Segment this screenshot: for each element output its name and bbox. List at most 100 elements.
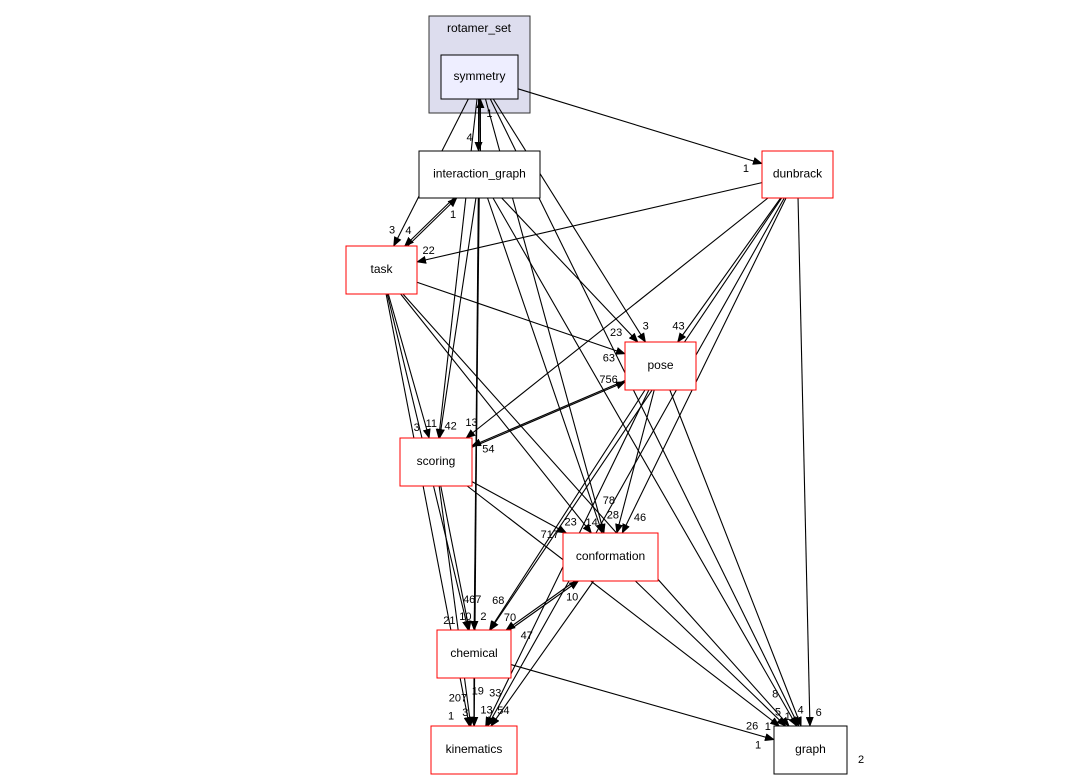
edge-line xyxy=(471,481,568,534)
edge-task-to-graph xyxy=(402,293,790,727)
node-label: interaction_graph xyxy=(433,167,526,181)
nodes: symmetry interaction_graph dunbrack task pos… xyxy=(345,54,848,775)
node-box xyxy=(624,341,697,391)
edge-label: 14 xyxy=(585,517,597,529)
edge-line xyxy=(435,98,478,439)
edge-line xyxy=(501,197,639,343)
node-conformation[interactable]: conformation xyxy=(562,532,659,582)
edge-interaction_graph-to-pose xyxy=(501,197,639,343)
edge-line xyxy=(402,293,790,727)
edge-dunbrack-to-task xyxy=(416,182,763,264)
edge-line xyxy=(517,88,763,165)
edge-symmetry-to-graph xyxy=(489,98,800,727)
edge-interaction_graph-to-scoring xyxy=(437,197,477,439)
edge-scoring-to-kinematics xyxy=(438,485,474,727)
edge-label: 717 xyxy=(541,529,559,541)
node-box xyxy=(430,725,518,775)
edge-label: 3 xyxy=(414,422,420,434)
edge-line xyxy=(490,580,594,727)
edge-label: 1 xyxy=(765,721,771,733)
edge-line xyxy=(416,182,763,264)
node-box xyxy=(436,629,512,679)
edge-interaction_graph-to-graph xyxy=(492,197,798,727)
edge-conformation-to-kinematics xyxy=(490,580,594,727)
edge-symmetry-to-pose xyxy=(492,98,646,343)
edge-conformation-to-graph xyxy=(634,580,787,727)
edge-label: 23 xyxy=(564,516,576,528)
edge-chemical-to-graph xyxy=(510,664,775,741)
edge-dunbrack-to-graph xyxy=(797,197,814,727)
node-box xyxy=(418,150,541,199)
cluster-label: rotamer_set xyxy=(447,21,512,35)
edge-label: 54 xyxy=(482,444,494,456)
edge-interaction_graph-to-conformation xyxy=(487,197,604,534)
node-label: scoring xyxy=(417,454,456,468)
edge-conformation-to-chemical xyxy=(505,580,576,631)
edge-scoring-to-graph xyxy=(466,485,781,727)
edge-line xyxy=(615,389,655,534)
node-box xyxy=(761,150,834,199)
edge-label: 33 xyxy=(489,687,501,699)
node-chemical[interactable]: chemical xyxy=(436,629,512,679)
edge-label: 2 xyxy=(480,611,486,623)
node-box xyxy=(562,532,659,582)
edge-line xyxy=(471,381,626,448)
node-label: conformation xyxy=(576,549,645,563)
edge-label: 207 xyxy=(449,692,467,704)
edge-label: 1 xyxy=(743,163,749,175)
edge-label: 4 xyxy=(466,132,472,144)
edge-scoring-to-pose xyxy=(471,381,626,448)
edge-label: 3 xyxy=(389,224,395,236)
edge-dunbrack-to-conformation xyxy=(621,197,787,534)
edge-pose-to-chemical xyxy=(488,389,646,631)
edge-dunbrack-to-scoring xyxy=(465,197,769,439)
node-box xyxy=(399,437,473,487)
edge-line xyxy=(510,664,775,741)
node-symmetry[interactable]: symmetry xyxy=(440,54,519,100)
edge-line xyxy=(437,197,477,439)
node-dunbrack[interactable]: dunbrack xyxy=(761,150,834,199)
edge-line xyxy=(492,197,798,727)
edge-pose-to-scoring xyxy=(471,379,626,447)
edge-pose-to-graph xyxy=(669,389,802,727)
node-label: graph xyxy=(795,742,826,756)
edge-line xyxy=(489,197,783,631)
edge-label: 26 xyxy=(746,720,758,732)
node-graph[interactable]: graph xyxy=(773,725,848,775)
edge-symmetry-to-scoring xyxy=(435,98,478,439)
node-label: pose xyxy=(647,358,673,372)
node-interaction-graph[interactable]: interaction_graph xyxy=(418,150,541,199)
edge-label: 68 xyxy=(492,595,504,607)
edge-interaction_graph-to-task xyxy=(404,197,455,247)
edge-line xyxy=(669,389,802,727)
node-label: kinematics xyxy=(446,742,503,756)
edge-line xyxy=(488,389,646,631)
edge-label: 11 xyxy=(426,418,437,430)
edge-label: 3 xyxy=(462,707,468,719)
edge-line xyxy=(471,379,626,447)
node-kinematics[interactable]: kinematics xyxy=(430,725,518,775)
node-box xyxy=(440,54,519,100)
edge-line xyxy=(440,485,472,631)
edge-line xyxy=(797,197,814,727)
edge-label: 10 xyxy=(566,591,578,603)
edge-task-to-scoring xyxy=(387,293,431,439)
edge-label: 1 xyxy=(755,739,761,751)
edge-label: 1 xyxy=(450,209,456,221)
edge-line xyxy=(487,197,604,534)
edge-line xyxy=(634,580,787,727)
node-label: chemical xyxy=(450,646,497,660)
node-task[interactable]: task xyxy=(345,245,418,295)
edge-label: 3 xyxy=(643,320,649,332)
edge-line xyxy=(489,98,800,727)
edge-task-to-conformation xyxy=(400,293,592,534)
edge-scoring-to-chemical xyxy=(440,485,472,631)
edge-line xyxy=(465,197,769,439)
edge-label: 46 xyxy=(634,512,646,524)
node-box xyxy=(345,245,418,295)
node-scoring[interactable]: scoring xyxy=(399,437,473,487)
edge-line xyxy=(466,485,781,727)
edge-task-to-pose xyxy=(416,281,626,355)
node-pose[interactable]: pose xyxy=(624,341,697,391)
